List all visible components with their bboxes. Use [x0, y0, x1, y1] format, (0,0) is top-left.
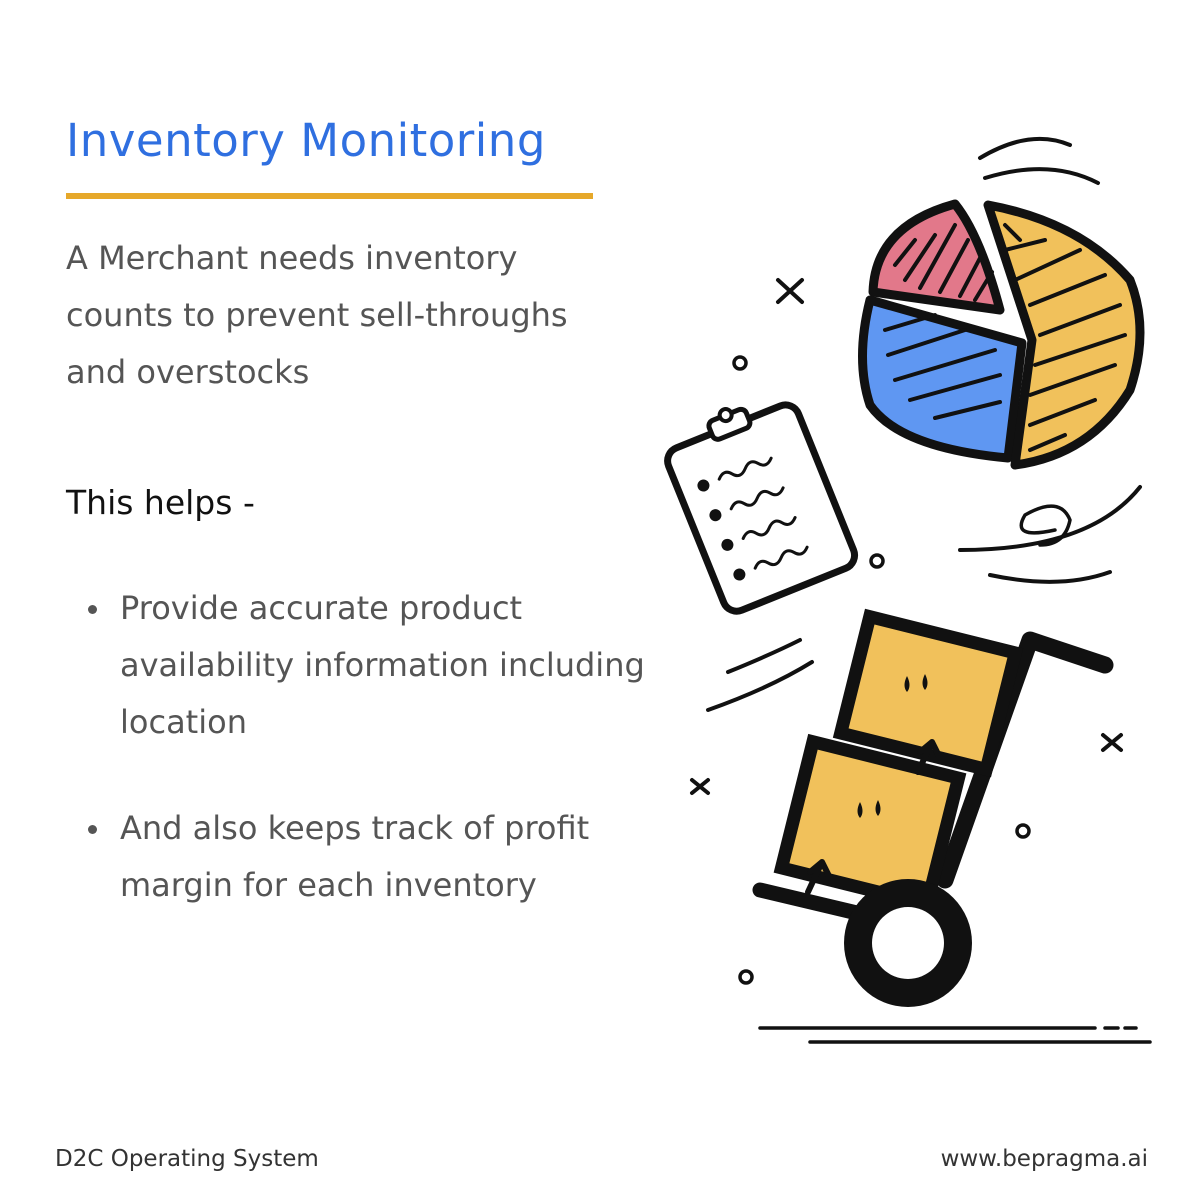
- title-underline: [66, 193, 593, 199]
- footer-website: www.bepragma.ai: [940, 1146, 1148, 1172]
- helps-heading: This helps -: [66, 483, 255, 522]
- benefit-list: Provide accurate product availability in…: [88, 580, 660, 963]
- benefit-item-availability: Provide accurate product availability in…: [88, 580, 660, 751]
- inventory-illustration: [664, 136, 1152, 1044]
- benefit-item-profit-margin: And also keeps track of profit margin fo…: [88, 800, 660, 914]
- intro-paragraph: A Merchant needs inventory counts to pre…: [66, 239, 568, 391]
- footer-tagline: D2C Operating System: [55, 1146, 319, 1172]
- pie-chart-icon: [858, 199, 1145, 470]
- clipboard-checklist-icon: [664, 401, 859, 615]
- hand-truck-boxes-icon: [752, 608, 1114, 1007]
- page-title: Inventory Monitoring: [66, 114, 546, 167]
